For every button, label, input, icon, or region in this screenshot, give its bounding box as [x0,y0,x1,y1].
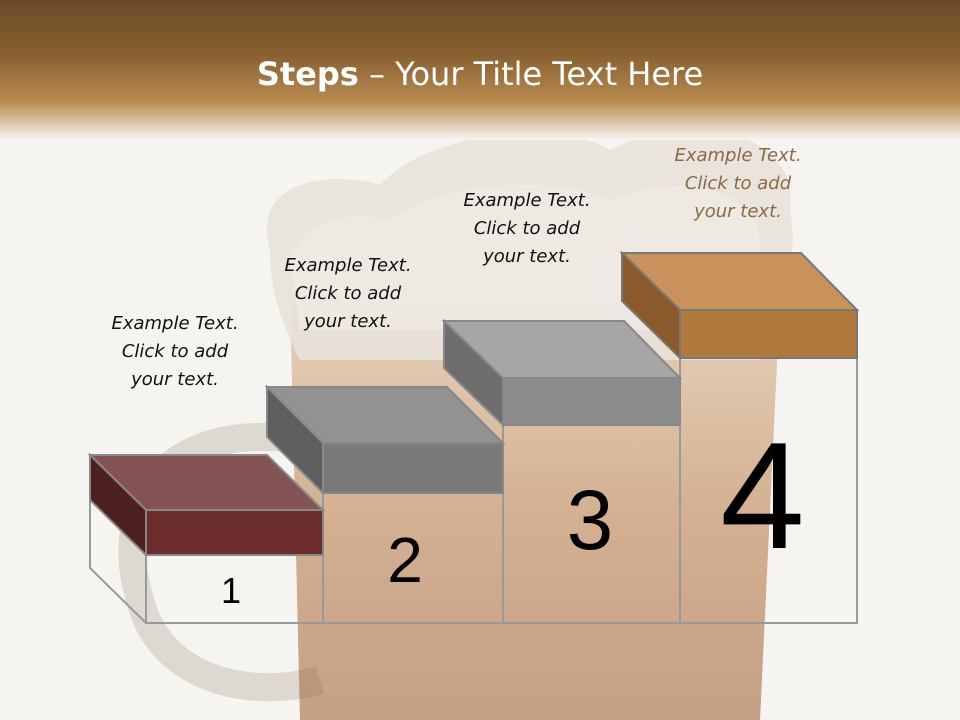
slide-title[interactable]: Steps – Your Title Text Here [0,55,960,93]
step-4-caption-line2: Click to add [684,173,792,194]
step-3-caption-line2: Click to add [473,218,581,239]
step-1-block[interactable] [87,452,326,558]
step-3-caption-line3: your text. [483,246,571,267]
step-3-caption-line1: Example Text. [463,190,591,211]
step-4-block[interactable] [619,250,860,361]
step-4-caption-line1: Example Text. [674,145,802,166]
step-1-caption[interactable]: Example Text. Click to add your text. [75,310,275,394]
step-2-number: 2 [387,524,423,596]
step-2-caption[interactable]: Example Text. Click to add your text. [248,252,448,336]
step-3-number: 3 [566,473,614,567]
step-2-caption-line1: Example Text. [284,255,412,276]
step-2-caption-line2: Click to add [294,283,402,304]
step-1-caption-line2: Click to add [121,341,229,362]
title-rest: – Your Title Text Here [358,55,704,93]
step-2-caption-line3: your text. [304,311,392,332]
header-band [0,0,960,140]
step-4-caption[interactable]: Example Text. Click to add your text. [638,142,838,226]
step-1-number: 1 [220,570,242,611]
step-4-number: 4 [720,411,805,581]
step-3-caption[interactable]: Example Text. Click to add your text. [427,187,627,271]
step-4-caption-line3: your text. [694,201,782,222]
step-1-caption-line1: Example Text. [111,313,239,334]
step-2-block[interactable] [264,384,506,496]
step-1-caption-line3: your text. [131,369,219,390]
title-bold: Steps [256,55,359,93]
step-3-block[interactable] [441,318,683,428]
